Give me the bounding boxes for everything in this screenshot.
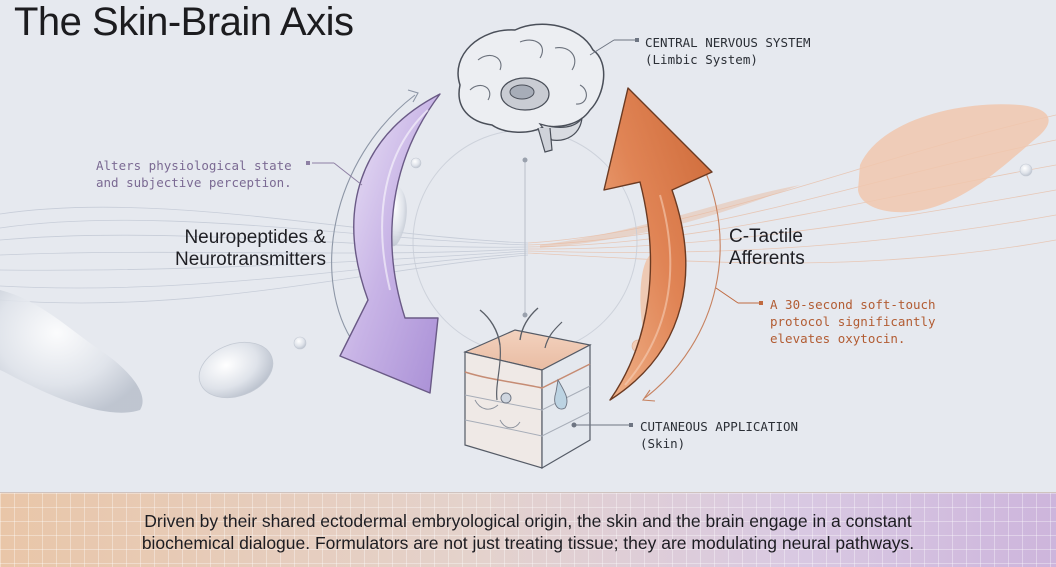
neuropeptides-label-line1: Neuropeptides &: [184, 227, 326, 248]
liquid-drop-small: [293, 336, 307, 350]
skin-label: CUTANEOUS APPLICATION (Skin): [640, 418, 798, 452]
protocol-annotation: A 30-second soft-touch protocol signific…: [770, 296, 936, 347]
ctactile-label-line1: C-Tactile: [729, 226, 803, 247]
alters-annotation-line2: and subjective perception.: [96, 175, 292, 190]
skin-label-subtitle: (Skin): [640, 436, 686, 451]
cns-label: CENTRAL NERVOUS SYSTEM (Limbic System): [645, 34, 811, 68]
protocol-annotation-line2: protocol significantly: [770, 314, 936, 329]
cns-label-title: CENTRAL NERVOUS SYSTEM: [645, 35, 811, 50]
guide-dot-top: [522, 157, 528, 163]
alters-annotation: Alters physiological state and subjectiv…: [96, 157, 292, 191]
footer-line1: Driven by their shared ectodermal embryo…: [144, 511, 912, 531]
neuropeptides-label-line2: Neurotransmitters: [175, 249, 326, 270]
liquid-swoosh-left: [0, 290, 143, 413]
footer-text: Driven by their shared ectodermal embryo…: [0, 510, 1056, 554]
outer-arc-left: [331, 94, 416, 346]
neuropeptides-label: Neuropeptides & Neurotransmitters: [160, 227, 326, 271]
outer-arc-right-head: [642, 389, 656, 402]
liquid-drop-large: [198, 341, 274, 399]
footer-line2: biochemical dialogue. Formulators are no…: [141, 533, 915, 553]
skin-cross-section-icon: [463, 307, 592, 470]
protocol-annotation-line1: A 30-second soft-touch: [770, 297, 936, 312]
ctactile-label: C-Tactile Afferents: [729, 226, 805, 270]
protocol-leader-line: [715, 287, 739, 304]
skin-label-title: CUTANEOUS APPLICATION: [640, 419, 799, 434]
guide-dot-bottom: [522, 312, 528, 318]
alters-annotation-line1: Alters physiological state: [96, 158, 292, 173]
page-title: The Skin-Brain Axis: [14, 0, 354, 44]
down-arrow-icon: [339, 93, 441, 394]
outer-arc-left-head: [407, 89, 419, 103]
flow-ribbon-orange: [540, 185, 800, 248]
footer-banner: Driven by their shared ectodermal embryo…: [0, 492, 1056, 567]
cns-leader-line: [589, 39, 615, 56]
footer-grid-pattern: [0, 493, 1056, 567]
liquid-drop-far-right: [1019, 163, 1033, 177]
liquid-drop-tiny: [410, 157, 422, 169]
up-arrow-icon: [603, 87, 713, 401]
outer-arc-right: [644, 159, 721, 399]
cns-label-subtitle: (Limbic System): [645, 52, 758, 67]
liquid-swoosh-right: [858, 104, 1049, 213]
protocol-annotation-line3: elevates oxytocin.: [770, 331, 906, 346]
flow-lines-left: [0, 206, 529, 304]
brain-icon: [457, 23, 605, 153]
ctactile-label-line2: Afferents: [729, 248, 805, 269]
